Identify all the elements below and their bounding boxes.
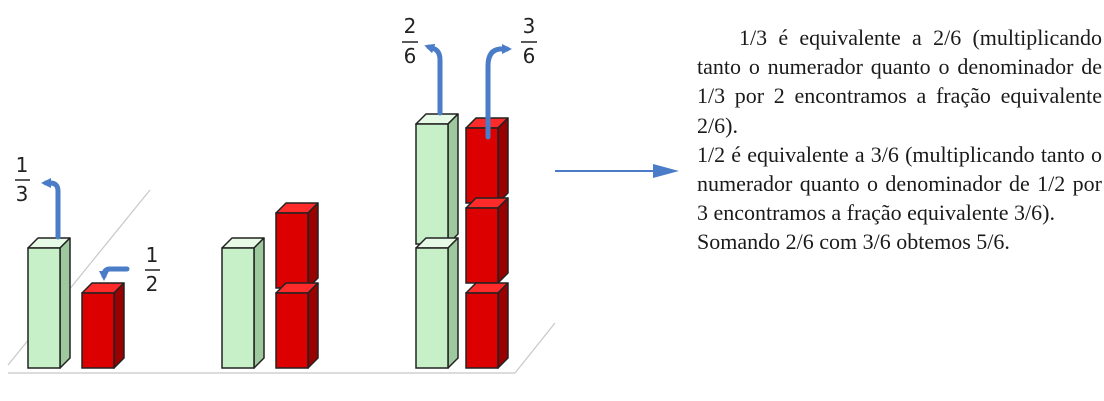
block-green-group3-top	[415, 113, 459, 245]
fraction-label-one-half: 1 2	[145, 243, 160, 296]
block-red-group3-bottom	[465, 282, 509, 369]
label-one-half-numerator: 1	[146, 243, 159, 267]
explanation-paragraph-1: 1/3 é equivalente a 2/6 (multiplicando t…	[697, 25, 1102, 138]
block-red-one-half	[81, 282, 125, 369]
label-three-sixths-numerator: 3	[523, 14, 536, 38]
explanation-paragraph-3: Somando 2/6 com 3/6 obtemos 5/6.	[697, 229, 1010, 255]
block-red-group3-middle	[465, 197, 509, 284]
label-one-third-numerator: 1	[16, 153, 29, 177]
label-three-sixths-denominator: 6	[523, 44, 536, 68]
fraction-blocks-diagram: 1 3 1 2 2 6 3 6	[7, 14, 556, 374]
block-green-group3-bottom	[415, 237, 459, 369]
arrow-one-third	[41, 178, 61, 240]
label-one-third-denominator: 3	[16, 182, 29, 206]
fraction-label-two-sixths: 2 6	[402, 14, 418, 68]
right-arrow-head	[555, 164, 679, 178]
fraction-label-one-third: 1 3	[15, 153, 30, 206]
explanation-paragraph-2: 1/2 é equivalente a 3/6 (multiplicando t…	[697, 141, 1102, 226]
label-one-half-denominator: 2	[146, 272, 159, 296]
arrow-three-sixths	[485, 44, 512, 140]
fraction-label-three-sixths: 3 6	[521, 14, 537, 68]
arrow-one-half	[99, 266, 130, 281]
blocks	[27, 113, 509, 369]
explanation-text: 1/3 é equivalente a 2/6 (multiplicando t…	[697, 23, 1102, 257]
block-green-group2	[221, 237, 265, 369]
block-green-one-third	[27, 237, 71, 369]
block-red-group2-bottom	[275, 282, 319, 369]
arrow-two-sixths	[424, 43, 443, 116]
label-two-sixths-numerator: 2	[404, 14, 417, 38]
arrows	[41, 43, 512, 281]
block-red-group2-top	[275, 202, 319, 289]
label-two-sixths-denominator: 6	[404, 44, 417, 68]
